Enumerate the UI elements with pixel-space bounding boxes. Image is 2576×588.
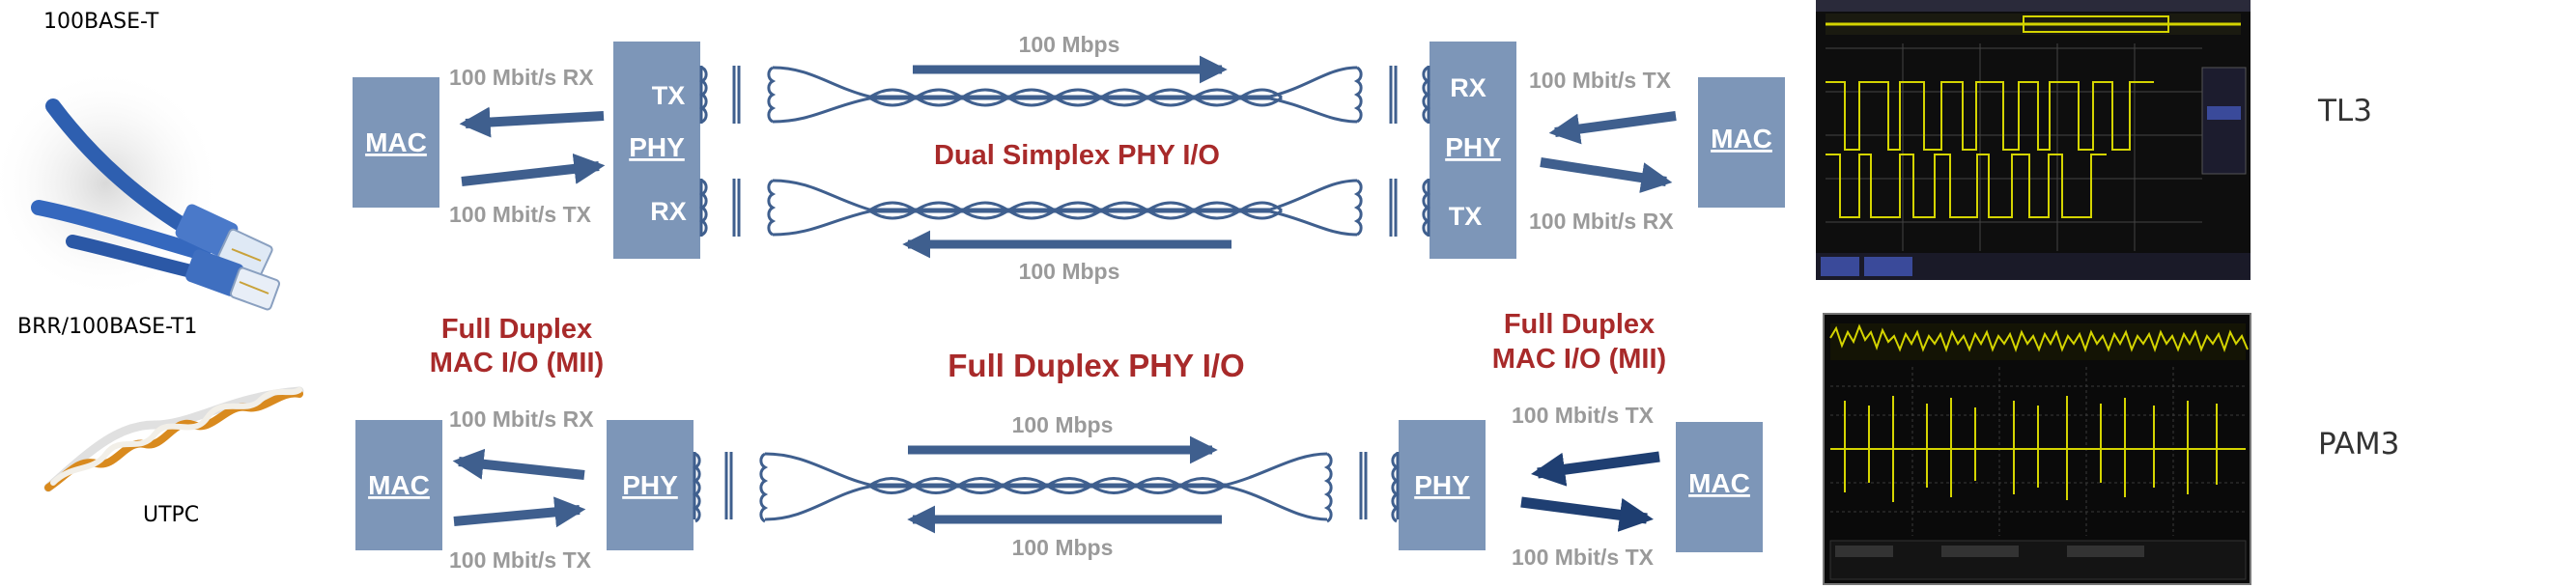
bottom-center-title: Full Duplex PHY I/O bbox=[948, 348, 1244, 383]
top-right-phy-label: PHY bbox=[1445, 132, 1501, 162]
bottom-right-tx-label: 100 Mbit/s TX bbox=[1512, 403, 1655, 428]
top-left-rx-arrow bbox=[459, 106, 605, 138]
top-left-phy-rx: RX bbox=[650, 197, 687, 226]
top-right-rx-label: 100 Mbit/s RX bbox=[1529, 209, 1674, 234]
bottom-left-phy-box bbox=[607, 420, 694, 550]
bottom-right-mac-label: MAC bbox=[1688, 468, 1750, 498]
scope-screenshot-tl3 bbox=[1816, 0, 2250, 280]
bottom-left-title-line2: MAC I/O (MII) bbox=[430, 348, 604, 378]
bottom-right-mac-box bbox=[1676, 422, 1763, 552]
cable-label-100base-t: 100BASE-T bbox=[43, 10, 159, 34]
twisted-pair-cable-image bbox=[43, 386, 304, 492]
bottom-twisted-pair bbox=[764, 452, 1328, 521]
top-right-phy-tx: TX bbox=[1449, 202, 1483, 231]
top-right-transformer-rx bbox=[1353, 66, 1431, 124]
top-left-rx-label: 100 Mbit/s RX bbox=[449, 65, 594, 90]
top-left-phy-label: PHY bbox=[629, 132, 685, 162]
cable-label-utpc: UTPC bbox=[143, 503, 199, 527]
bottom-left-rx-label: 100 Mbit/s RX bbox=[449, 406, 594, 432]
bottom-right-title-line2: MAC I/O (MII) bbox=[1492, 344, 1666, 375]
bottom-right-phy-label: PHY bbox=[1414, 470, 1470, 500]
ethernet-cable-image bbox=[0, 68, 281, 311]
top-right-phy-box bbox=[1430, 42, 1516, 259]
bottom-left-tx-label: 100 Mbit/s TX bbox=[449, 547, 592, 573]
cable-label-brr: BRR/100BASE-T1 bbox=[17, 315, 197, 339]
bottom-left-mac-label: MAC bbox=[368, 470, 430, 500]
bottom-rate-label-upper: 100 Mbps bbox=[1012, 412, 1114, 437]
bottom-right-transformer bbox=[1323, 452, 1401, 523]
bottom-left-tx-arrow bbox=[453, 496, 586, 528]
top-diagram-title: Dual Simplex PHY I/O bbox=[934, 140, 1220, 171]
top-twisted-pair-lower bbox=[772, 179, 1358, 237]
top-rate-label-lower: 100 Mbps bbox=[1019, 259, 1120, 284]
bottom-left-title-line1: Full Duplex bbox=[441, 314, 592, 345]
top-left-transformer-rx bbox=[698, 179, 777, 237]
bottom-left-rx-arrow bbox=[452, 448, 585, 480]
top-left-phy-box bbox=[613, 42, 700, 259]
top-rate-label-upper: 100 Mbps bbox=[1019, 32, 1120, 57]
top-right-transformer-tx bbox=[1353, 179, 1431, 237]
top-left-mac-box bbox=[353, 77, 439, 208]
bottom-left-phy-label: PHY bbox=[622, 470, 678, 500]
top-right-mac-label: MAC bbox=[1711, 124, 1772, 154]
top-right-tx-label: 100 Mbit/s TX bbox=[1529, 68, 1672, 93]
top-right-mac-box bbox=[1698, 77, 1785, 208]
top-left-phy-tx: TX bbox=[652, 81, 686, 110]
top-left-tx-label: 100 Mbit/s TX bbox=[449, 202, 592, 227]
top-right-rx-arrow bbox=[1540, 157, 1673, 193]
top-left-mac-label: MAC bbox=[365, 127, 427, 157]
top-right-phy-rx: RX bbox=[1450, 73, 1486, 102]
top-left-tx-arrow bbox=[461, 153, 606, 186]
bottom-right-title-line1: Full Duplex bbox=[1504, 309, 1655, 340]
bottom-right-rx-arrow bbox=[1520, 496, 1654, 532]
bottom-right-phy-box bbox=[1399, 420, 1486, 550]
bottom-left-transformer bbox=[692, 452, 769, 523]
scope-label-tl3: TL3 bbox=[2317, 94, 2372, 128]
top-left-transformer-tx bbox=[698, 66, 777, 124]
bottom-rate-label-lower: 100 Mbps bbox=[1012, 535, 1114, 560]
scope-screenshot-pam3 bbox=[1823, 313, 2251, 585]
bottom-left-mac-box bbox=[355, 420, 442, 550]
top-twisted-pair-upper bbox=[772, 66, 1358, 124]
top-right-tx-arrow bbox=[1548, 111, 1677, 145]
bottom-right-rx-label: 100 Mbit/s TX bbox=[1512, 545, 1655, 570]
scope-label-pam3: PAM3 bbox=[2318, 427, 2399, 462]
bottom-right-tx-arrow bbox=[1531, 451, 1660, 487]
